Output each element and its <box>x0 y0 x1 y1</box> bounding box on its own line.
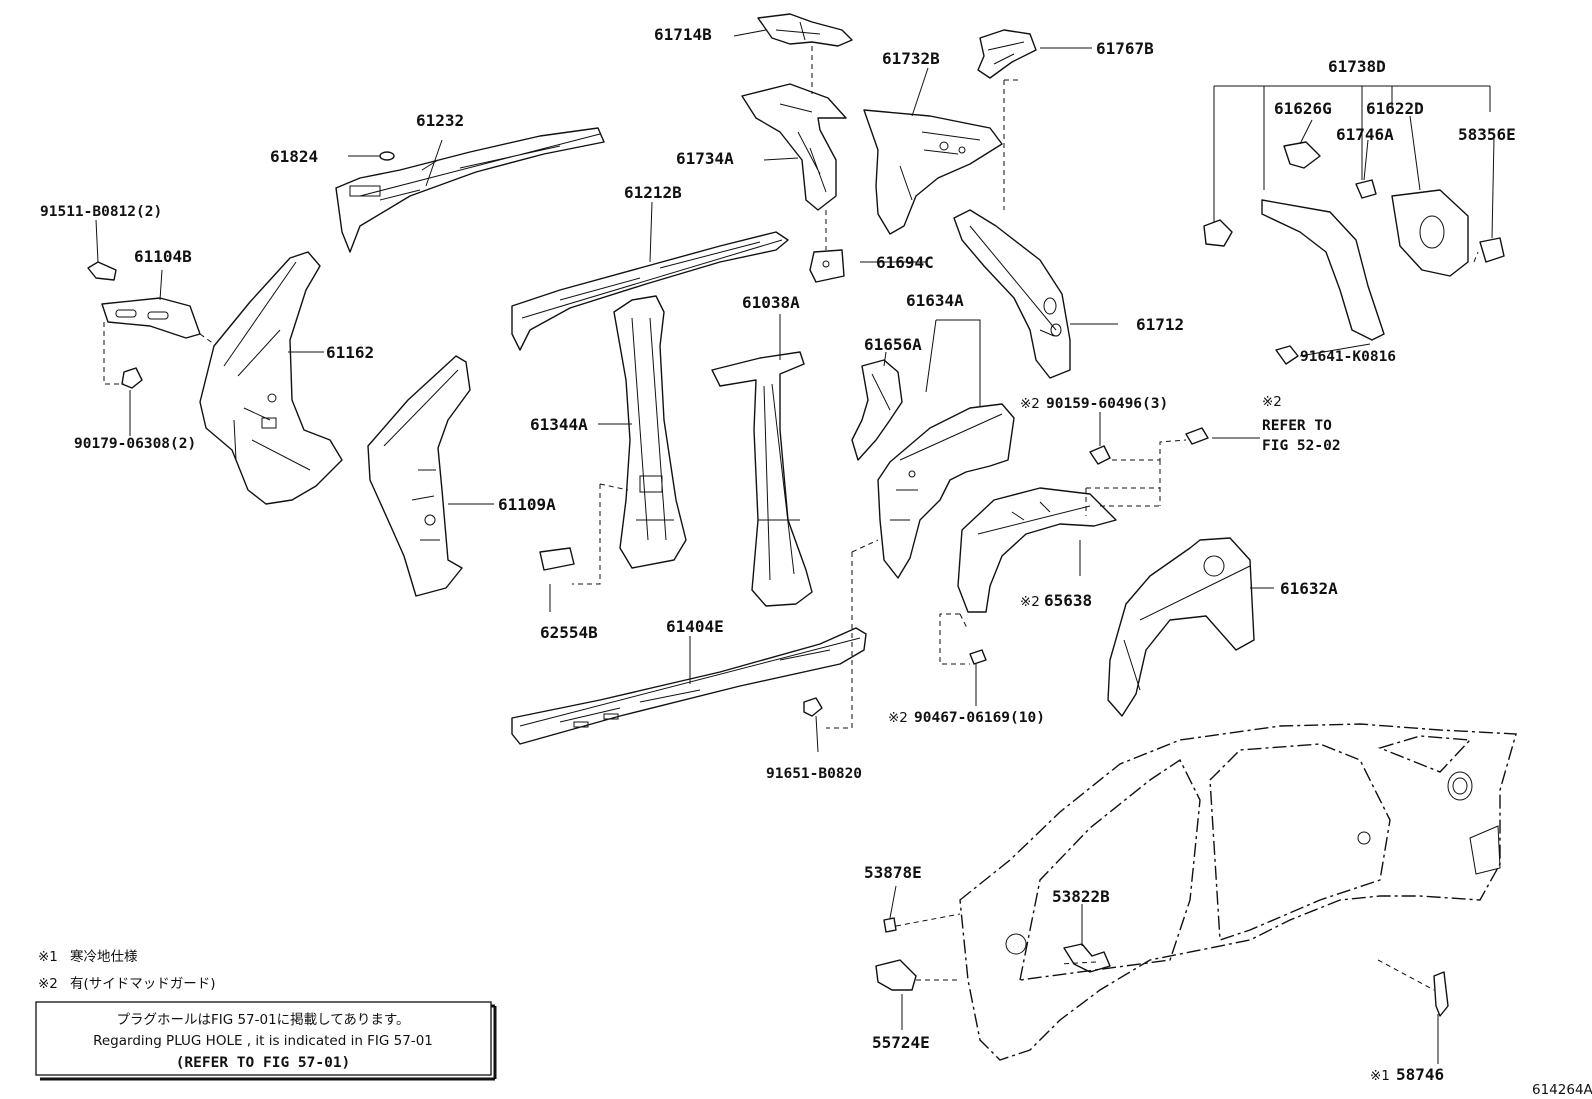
part-62554b-shape <box>539 547 575 571</box>
label-61232: 61232 <box>416 111 464 130</box>
nut-90179-shape <box>121 367 143 389</box>
part-61694c-shape <box>809 249 845 283</box>
part-61404e-shape <box>511 627 867 745</box>
part-61767b-shape <box>977 29 1037 79</box>
marker-refer: ※2 <box>1262 394 1282 410</box>
label-61634a: 61634A <box>906 291 964 310</box>
label-61746a: 61746A <box>1336 125 1394 144</box>
part-53878e-shape <box>883 917 897 933</box>
part-61732b-shape <box>863 109 1003 235</box>
label-62554b: 62554B <box>540 623 598 642</box>
part-61344a-shape <box>613 295 687 569</box>
part-61738d-group-shapes <box>1203 141 1505 341</box>
note-1-mark: ※1 <box>38 949 58 965</box>
figure-id: 614264A <box>1532 1082 1592 1098</box>
label-61738d: 61738D <box>1328 57 1386 76</box>
label-65638: 65638 <box>1044 591 1092 610</box>
label-90179: 90179-06308(2) <box>74 436 196 452</box>
label-58356e: 58356E <box>1458 125 1516 144</box>
marker-90159: ※2 <box>1020 396 1040 412</box>
label-61694c: 61694C <box>876 253 934 272</box>
part-61634a-shape <box>877 403 1015 579</box>
part-53822b-shape <box>1063 943 1111 973</box>
label-61162: 61162 <box>326 343 374 362</box>
label-61632a: 61632A <box>1280 579 1338 598</box>
note-2-text: 有(サイドマッドガード) <box>70 976 216 992</box>
note-2-mark: ※2 <box>38 976 58 992</box>
fastener-90159-shape <box>1089 445 1111 465</box>
label-53878e: 53878E <box>864 863 922 882</box>
label-61712: 61712 <box>1136 315 1184 334</box>
label-91511: 91511-B0812(2) <box>40 204 162 220</box>
part-61104b-shape <box>101 297 201 339</box>
label-61714b: 61714B <box>654 25 712 44</box>
label-61824: 61824 <box>270 147 318 166</box>
marker-90467: ※2 <box>888 710 908 726</box>
label-61626g: 61626G <box>1274 99 1332 118</box>
fastener-refer-shape <box>1185 427 1209 445</box>
label-61622d: 61622D <box>1366 99 1424 118</box>
bolt-91651-shape <box>803 697 823 717</box>
part-61109a-shape <box>367 355 471 597</box>
part-61824-shape <box>379 151 395 161</box>
label-61212b: 61212B <box>624 183 682 202</box>
bolt-91641-shape <box>1275 345 1299 365</box>
part-61232-shape <box>335 127 605 253</box>
notice-en: Regarding PLUG HOLE , it is indicated in… <box>93 1033 433 1049</box>
part-55724e-shape <box>875 959 917 991</box>
notice-jp: プラグホールはFIG 57-01に掲載してあります。 <box>116 1012 409 1028</box>
part-61656a-shape <box>851 359 903 461</box>
label-90467: 90467-06169(10) <box>914 710 1045 726</box>
part-61632a-shape <box>1107 537 1255 717</box>
part-61212b-shape <box>511 231 789 351</box>
part-61712-shape <box>953 209 1071 379</box>
label-61109a: 61109A <box>498 495 556 514</box>
body-side-outline <box>959 723 1517 1061</box>
label-61732b: 61732B <box>882 49 940 68</box>
label-91651: 91651-B0820 <box>766 766 862 782</box>
refer-line1: REFER TO <box>1262 418 1332 434</box>
part-58746-shape <box>1433 971 1449 1017</box>
marker-65638: ※2 <box>1020 594 1040 610</box>
label-90159: 90159-60496(3) <box>1046 396 1168 412</box>
fastener-90467-shape <box>969 649 987 665</box>
part-65638-shape <box>957 487 1117 613</box>
label-61038a: 61038A <box>742 293 800 312</box>
label-61734a: 61734A <box>676 149 734 168</box>
label-55724e: 55724E <box>872 1033 930 1052</box>
notice-box: プラグホールはFIG 57-01に掲載してあります。 Regarding PLU… <box>35 1001 497 1081</box>
label-61104b: 61104B <box>134 247 192 266</box>
label-53822b: 53822B <box>1052 887 1110 906</box>
note-1-text: 寒冷地仕様 <box>70 948 138 965</box>
part-61714b-shape <box>757 13 853 47</box>
marker-58746: ※1 <box>1370 1068 1390 1084</box>
label-91641: 91641-K0816 <box>1300 349 1396 365</box>
notice-ref: (REFER TO FIG 57-01) <box>176 1055 351 1071</box>
leader-lines <box>95 29 1495 1064</box>
refer-line2: FIG 52-02 <box>1262 438 1341 454</box>
part-61734a-shape <box>741 83 847 211</box>
label-61344a: 61344A <box>530 415 588 434</box>
label-61656a: 61656A <box>864 335 922 354</box>
part-61038a-shape <box>711 351 813 607</box>
label-58746: 58746 <box>1396 1065 1444 1084</box>
label-61404e: 61404E <box>666 617 724 636</box>
part-61162-shape <box>199 251 343 505</box>
label-61767b: 61767B <box>1096 39 1154 58</box>
bolt-91511-shape <box>87 261 117 281</box>
